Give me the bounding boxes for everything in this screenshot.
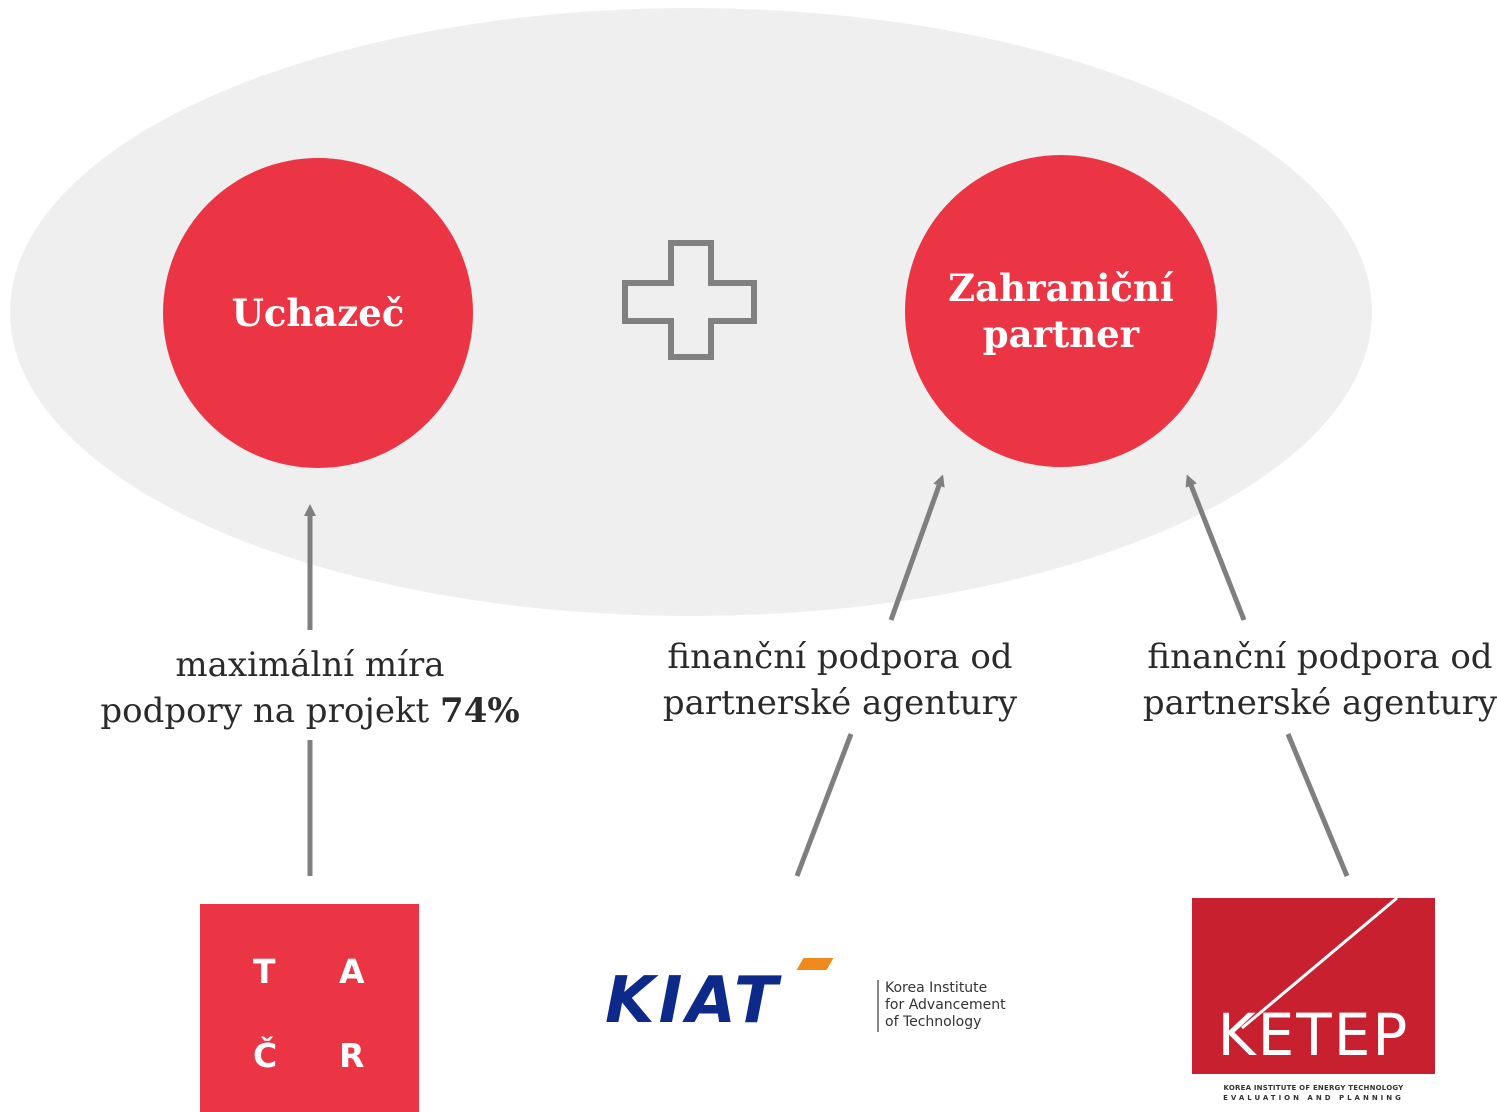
kiat-sub-line2: for Advancement: [885, 997, 1006, 1013]
partner-funding-right-line2: partnerské agentury: [1142, 683, 1497, 723]
ketep-wordmark: KETEP: [1217, 1001, 1410, 1069]
ketep-sub-line1: KOREA INSTITUTE OF ENERGY TECHNOLOGY: [1223, 1084, 1404, 1092]
foreign-partner-label-line1: Zahraniční: [948, 265, 1174, 310]
applicant-node: Uchazeč: [163, 158, 473, 468]
partner-funding-middle-line2: partnerské agentury: [662, 683, 1018, 723]
arrow-right-upper: [1185, 474, 1247, 621]
ketep-logo: KETEP: [1192, 898, 1435, 1074]
tacr-letter-c: Č: [253, 1036, 278, 1075]
plus-outline-icon: [622, 240, 757, 360]
applicant-label: Uchazeč: [231, 290, 405, 335]
partner-funding-label-middle: finanční podpora od partnerské agentury: [640, 634, 1040, 726]
tacr-letter-r: R: [339, 1036, 365, 1075]
ketep-sub-line2: EVALUATION AND PLANNING: [1223, 1094, 1404, 1102]
partner-funding-label-right: finanční podpora od partnerské agentury: [1120, 634, 1497, 726]
max-support-label: maximální míra podpory na projekt 74%: [90, 642, 530, 734]
max-support-line2: podpory na projekt 74%: [90, 688, 530, 734]
arrow-middle-upper: [888, 474, 945, 621]
ketep-diagonal: [1241, 898, 1398, 1030]
foreign-partner-label-line2: partner: [982, 312, 1140, 356]
partner-funding-right-line1: finanční podpora od: [1147, 637, 1493, 677]
kiat-wordmark: KIAT: [605, 964, 782, 1038]
kiat-separator: [877, 980, 879, 1032]
max-support-prefix: podpory na projekt: [100, 691, 441, 731]
kiat-sub-line1: Korea Institute: [885, 980, 988, 996]
kiat-accent: [796, 958, 834, 970]
foreign-partner-node: Zahraniční partner: [905, 155, 1217, 467]
partner-funding-middle-line1: finanční podpora od: [667, 637, 1013, 677]
kiat-sub-line3: of Technology: [885, 1014, 982, 1030]
max-support-line1: maximální míra: [175, 645, 445, 685]
arrow-right-lower: [1285, 733, 1350, 877]
tacr-letter-t: T: [253, 952, 276, 991]
ketep-subtitle: KOREA INSTITUTE OF ENERGY TECHNOLOGY EVA…: [1192, 1083, 1435, 1103]
tacr-letter-a: A: [339, 952, 365, 991]
tacr-logo: T A Č R: [200, 904, 419, 1112]
arrow-middle-lower: [794, 733, 854, 877]
max-support-value: 74%: [440, 691, 520, 731]
kiat-subtitle: Korea Institute for Advancement of Techn…: [885, 980, 1006, 1031]
kiat-logo: KIAT Korea Institute for Advancement of …: [605, 958, 1025, 1048]
